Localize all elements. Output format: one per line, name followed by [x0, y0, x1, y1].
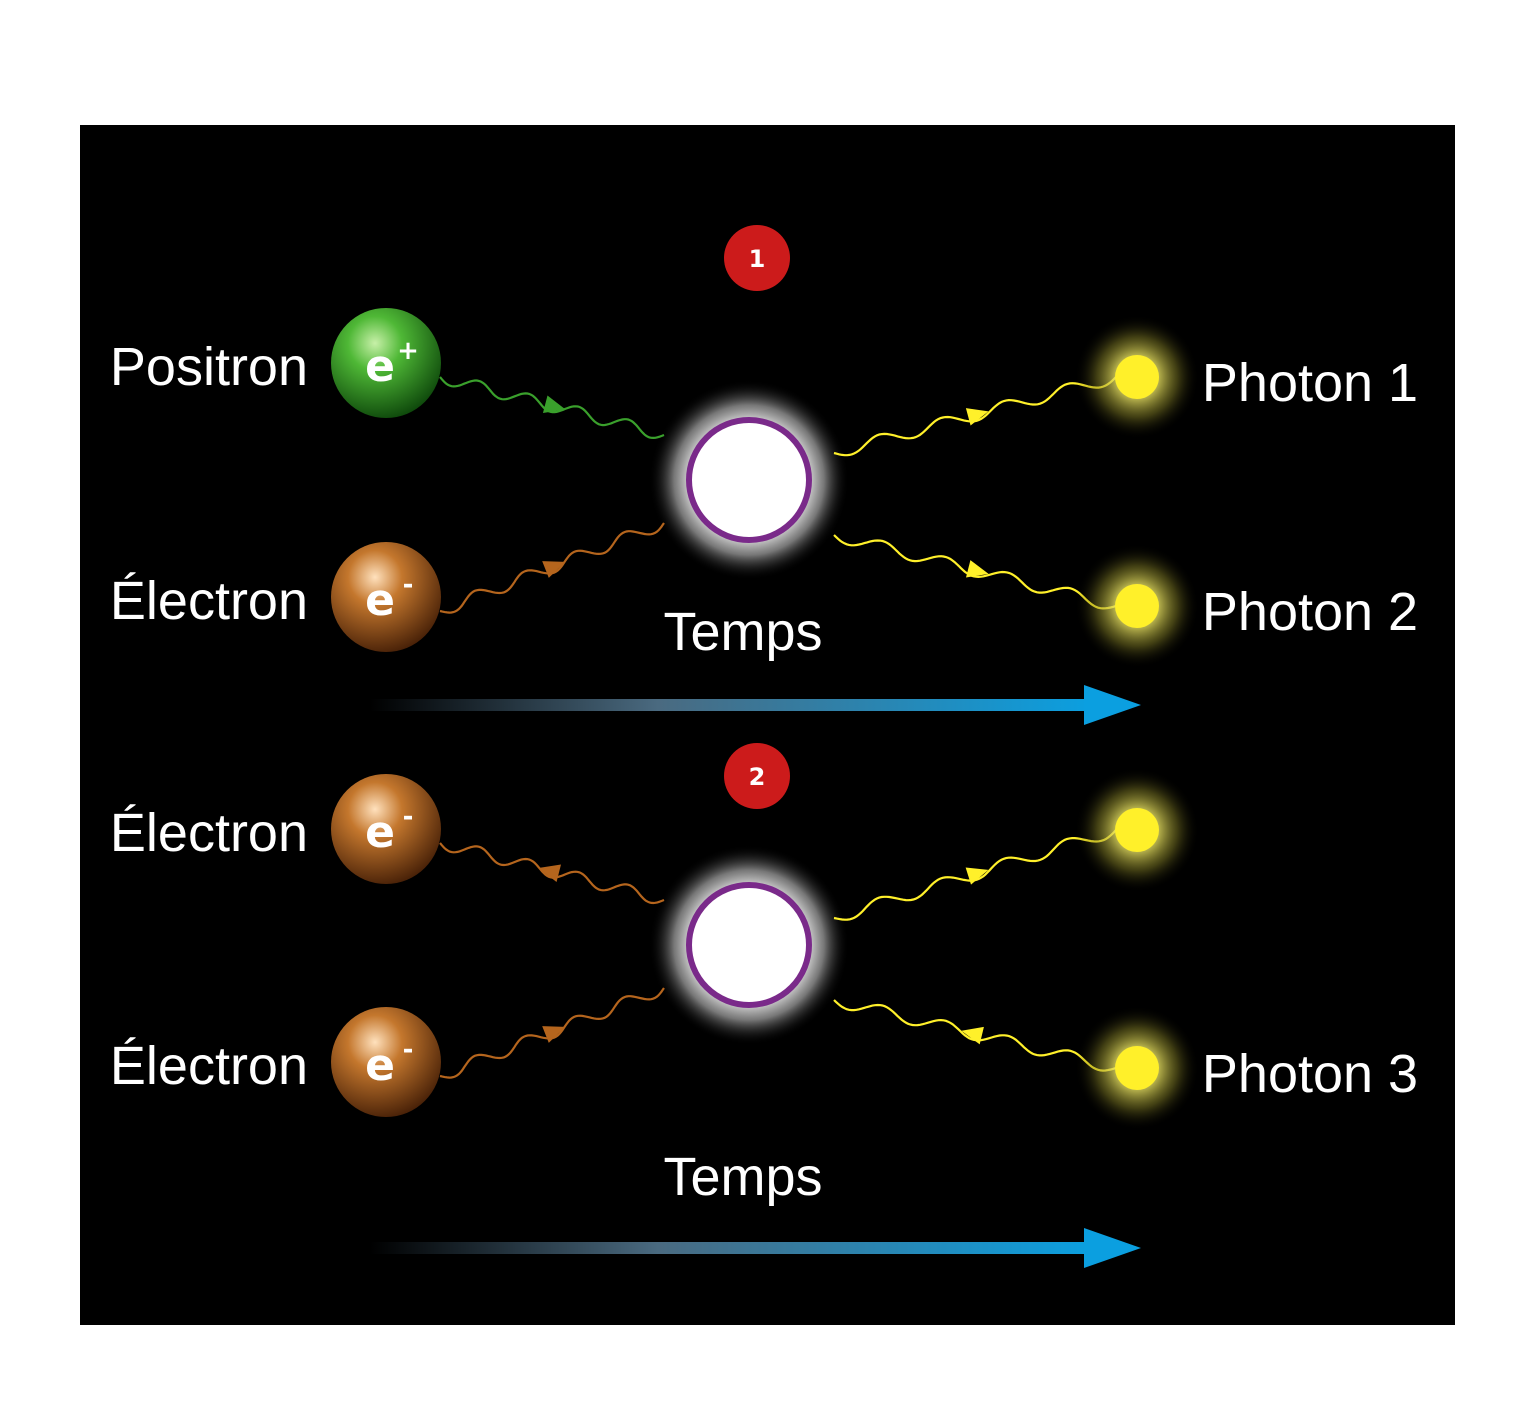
- electron-line: [439, 842, 665, 905]
- photon-label: Photon 2: [1202, 582, 1418, 642]
- positron-symbol: e: [365, 341, 395, 392]
- photon-line: [833, 376, 1117, 457]
- electron-label: Électron: [110, 803, 308, 863]
- time-arrow-shaft: [370, 699, 1090, 711]
- electron-charge: -: [403, 570, 414, 600]
- electron-sphere-icon: [331, 774, 441, 884]
- electron-line: [439, 522, 665, 614]
- diagram-background: [80, 125, 1455, 1325]
- time-arrow-head-icon: [1084, 1228, 1141, 1268]
- electron-symbol: e: [365, 1040, 395, 1091]
- electron-sphere-icon: [331, 542, 441, 652]
- electron-label: Électron: [110, 571, 308, 631]
- electron-symbol: e: [365, 575, 395, 626]
- time-label: Temps: [663, 602, 822, 662]
- time-label: Temps: [663, 1147, 822, 1207]
- panel-badge: [724, 225, 790, 291]
- electron-line-arrow: [542, 1026, 566, 1043]
- positron-sphere-icon: [331, 308, 441, 418]
- positron-line-arrow: [542, 395, 566, 413]
- electron-charge: -: [403, 802, 414, 832]
- electron-label: Électron: [110, 1036, 308, 1096]
- electron-symbol: e: [365, 807, 395, 858]
- photon-line-arrow: [965, 408, 989, 426]
- photon-icon: [1115, 355, 1159, 399]
- time-arrow-shaft: [370, 1242, 1090, 1254]
- panel-badge-number: 2: [749, 763, 766, 791]
- electron-line: [439, 987, 665, 1079]
- interaction-vertex: [686, 882, 812, 1008]
- photon-line-arrow: [966, 560, 989, 578]
- photon-icon: [1115, 584, 1159, 628]
- photon-line-arrow: [961, 1026, 984, 1045]
- panel-badge-number: 1: [749, 245, 766, 273]
- positron-label: Positron: [110, 337, 308, 397]
- electron-line-arrow: [538, 864, 562, 882]
- panel-badge: [724, 743, 790, 809]
- positron-charge: +: [397, 336, 419, 366]
- photon-icon: [1115, 1046, 1159, 1090]
- electron-sphere-icon: [331, 1007, 441, 1117]
- photon-icon: [1115, 808, 1159, 852]
- photon-label: Photon 1: [1202, 353, 1418, 413]
- interaction-vertex: [686, 417, 812, 543]
- electron-charge: -: [403, 1035, 414, 1065]
- electron-line-arrow: [542, 561, 566, 578]
- time-arrow-head-icon: [1084, 685, 1141, 725]
- photon-label: Photon 3: [1202, 1044, 1418, 1104]
- photon-line-arrow: [965, 867, 989, 885]
